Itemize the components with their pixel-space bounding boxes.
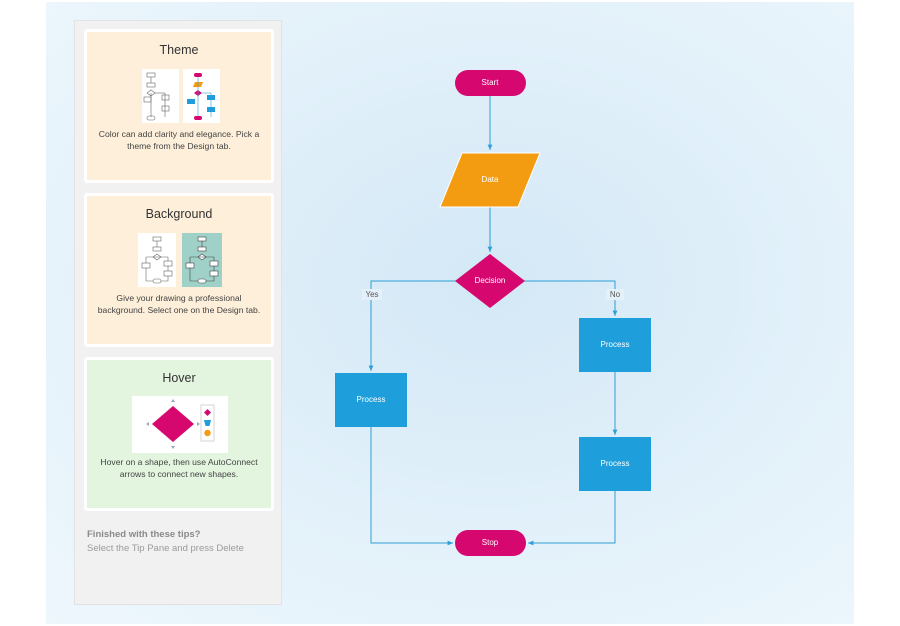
- tip-title-background: Background: [145, 207, 213, 221]
- tip-title-theme: Theme: [159, 43, 199, 57]
- decision-label: Decision: [475, 276, 506, 285]
- process-right-top-label: Process: [601, 340, 630, 349]
- connector-process-right-stop[interactable]: [528, 491, 616, 546]
- tip-card-theme: Theme Color can ad: [84, 29, 274, 183]
- data-parallelogram[interactable]: Data: [439, 152, 541, 208]
- connector-process-left-stop[interactable]: [370, 427, 453, 546]
- process-left[interactable]: Process: [335, 373, 407, 427]
- stop-terminator[interactable]: Stop: [455, 530, 526, 556]
- tip-pane[interactable]: Theme Color can ad: [74, 20, 282, 605]
- start-label: Start: [482, 78, 500, 87]
- stop-label: Stop: [482, 538, 499, 547]
- tips-footer: Finished with these tips? Select the Tip…: [87, 529, 277, 554]
- process-right-bottom-label: Process: [601, 459, 630, 468]
- tip-text-background: Give your drawing a professional backgro…: [97, 293, 261, 315]
- connector-decision-process-left[interactable]: [368, 280, 456, 371]
- process-left-label: Process: [357, 395, 386, 404]
- process-right-top[interactable]: Process: [579, 318, 651, 372]
- tips-footer-title: Finished with these tips?: [87, 529, 201, 540]
- theme-thumbnail-icon: [142, 69, 220, 123]
- decision-diamond[interactable]: Decision: [455, 254, 525, 308]
- tip-card-background: Background: [84, 193, 274, 347]
- hover-thumbnail-icon: [132, 396, 228, 453]
- branch-label-no: No: [610, 290, 621, 299]
- connector-decision-process-right[interactable]: [524, 280, 618, 316]
- data-label: Data: [482, 175, 499, 184]
- process-right-bottom[interactable]: Process: [579, 437, 651, 491]
- tip-card-hover: Hover Hover on a shape, then use AutoCon…: [84, 357, 274, 511]
- tip-text-theme: Color can add clarity and elegance. Pick…: [98, 129, 260, 151]
- tip-text-hover: Hover on a shape, then use AutoConnect a…: [100, 457, 258, 479]
- tip-title-hover: Hover: [162, 371, 196, 385]
- background-thumbnail-icon: [138, 233, 222, 287]
- tips-footer-text: Select the Tip Pane and press Delete: [87, 543, 244, 554]
- branch-label-yes: Yes: [365, 290, 378, 299]
- start-terminator[interactable]: Start: [455, 70, 526, 96]
